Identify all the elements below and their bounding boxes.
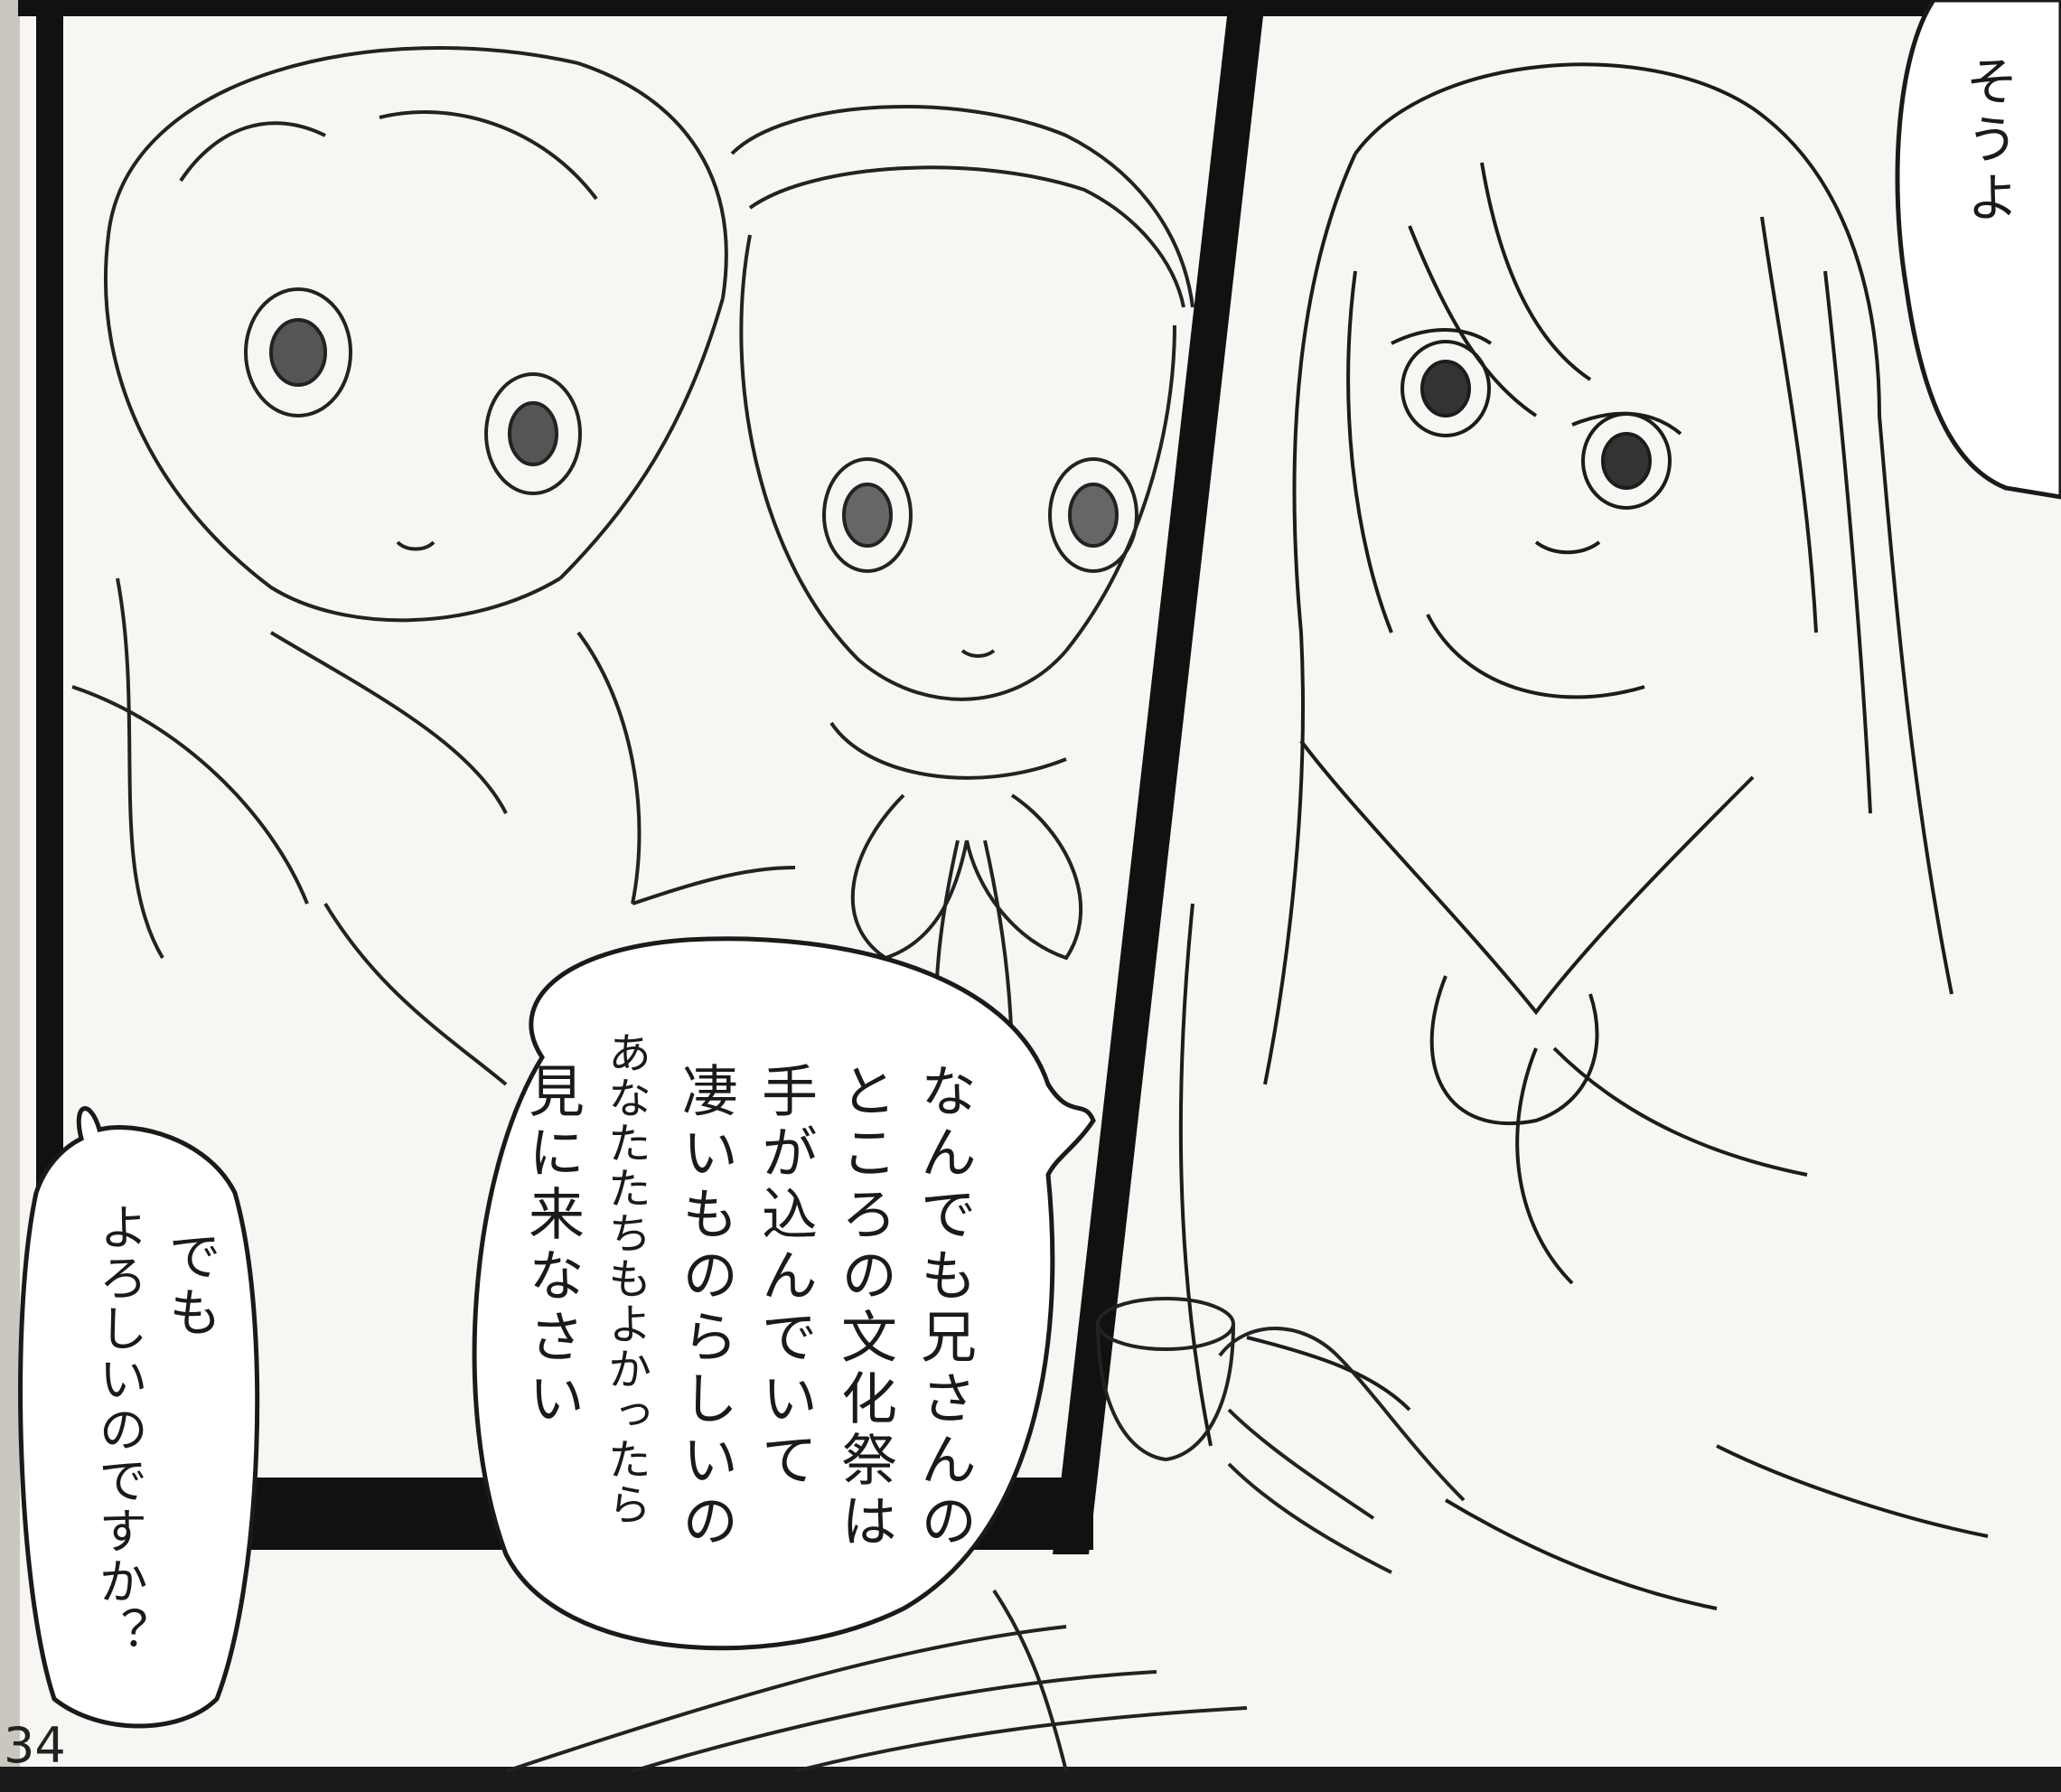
bubble-center-line-4: 凄いものらしいの xyxy=(672,1062,738,1553)
bubble-center-line-5: あなたたちもよかったら xyxy=(600,1030,651,1527)
speech-bubble-top-right xyxy=(1895,0,2061,500)
girl-right-drawing xyxy=(1178,62,1989,1610)
bubble-left-line-1: でも xyxy=(160,1229,221,1341)
speech-bubble-center xyxy=(472,936,1096,1651)
bubble-center-line-6: 見に来なさい xyxy=(519,1062,585,1431)
bubble-left-line-2: よろしいのですか？ xyxy=(90,1202,147,1657)
panel-divider xyxy=(1053,0,1265,1554)
top-border xyxy=(18,0,2061,16)
bubble-top-line-1: そうよ xyxy=(1957,54,2019,228)
teacup-drawing xyxy=(1096,1297,1235,1462)
hand-drawing xyxy=(1218,1327,1466,1574)
bubble-center-line-3: 手が込んでいて xyxy=(752,1062,818,1492)
bubble-center-line-2: ところの文化祭は xyxy=(831,1062,897,1553)
bubble-center-line-1: なんでも兄さんの xyxy=(911,1062,977,1553)
girl-maid-drawing xyxy=(632,104,1194,1067)
girl-left-drawing xyxy=(71,46,728,1086)
speech-bubble-bottom-left xyxy=(18,1106,260,1729)
page-number: 34 xyxy=(4,1717,66,1774)
